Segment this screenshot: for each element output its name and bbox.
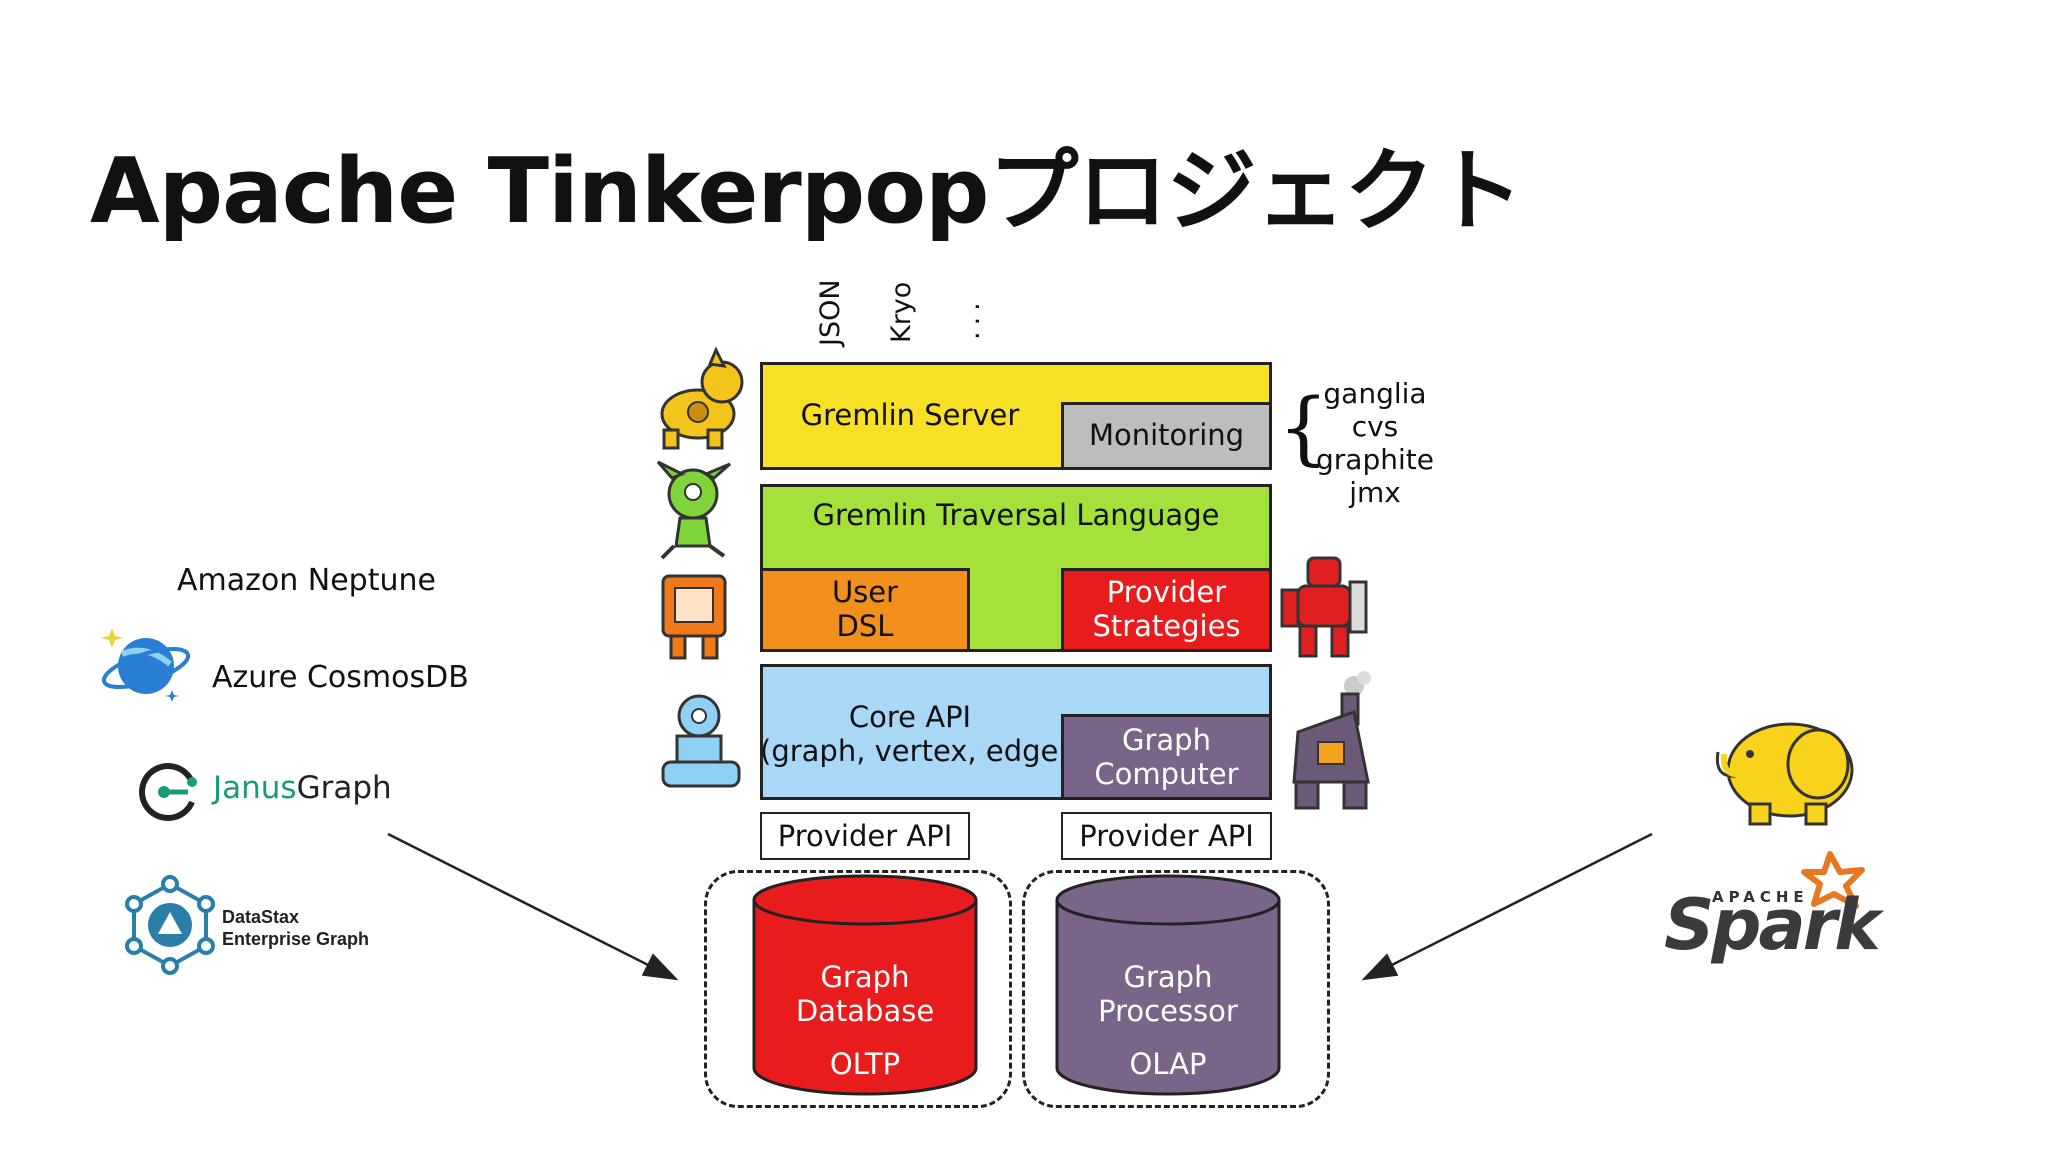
vendor-amazon-neptune: Amazon Neptune [177,563,436,598]
gremlin-dog-mascot-icon [660,346,744,450]
provider-strategies-label-2: Strategies [1092,609,1241,643]
monitoring-box [1061,402,1272,470]
monitoring-brace: { [1278,381,1329,474]
page-title: Apache Tinkerpopプロジェクト [90,139,1523,244]
datastax-line-1: DataStax [222,907,300,927]
provider-api-left-box [760,812,970,860]
core-api-label-1: Core API [848,700,972,734]
janusgraph-logo-icon [139,763,197,821]
graph-database-label-2: Database [795,994,935,1028]
oltp-label: OLTP [829,1047,901,1081]
oltp-container [704,870,1012,1108]
spark-wordmark: Spark [1664,884,1881,966]
gremlin-robot-mascot-icon [661,694,741,788]
graph-processor-label-2: Processor [1098,994,1238,1028]
graph-processor-cylinder [1055,874,1281,1096]
tool-ganglia: ganglia [1323,377,1427,410]
vendor-azure-cosmosdb: Azure CosmosDB [212,660,469,695]
gremlin-red-robot-mascot-icon [1280,556,1368,658]
provider-strategies-label-1: Provider [1106,575,1227,609]
olap-label: OLAP [1129,1047,1207,1081]
provider-api-right-label: Provider API [1079,819,1254,853]
janusgraph-text-janus: Janus [213,770,297,806]
gremlin-dsl-mascot-icon [661,574,727,660]
azure-cosmosdb-icon [101,628,191,702]
datastax-line-2: Enterprise Graph [222,929,370,949]
user-dsl-label-1: User [831,575,899,609]
hadoop-elephant-icon [1715,722,1854,826]
arrow-left-vendors [387,832,679,981]
vendor-janusgraph: JanusGraph [213,770,392,806]
vendor-datastax: DataStax Enterprise Graph [222,906,369,950]
olap-container [1022,870,1330,1108]
tool-graphite: graphite [1316,443,1434,476]
core-api-label-2: (graph, vertex, edge) [760,734,1070,768]
provider-api-left-label: Provider API [777,819,953,853]
monitoring-label: Monitoring [1088,418,1245,452]
graph-database-label-1: Graph [820,960,910,994]
graph-processor-label-1: Graph [1123,960,1213,994]
provider-api-right-box [1061,812,1272,860]
user-dsl-label-2: DSL [836,609,894,643]
gremlin-server-label: Gremlin Server [800,398,1020,432]
gremlin-green-mascot-icon [656,460,731,560]
graph-computer-box [1061,714,1272,800]
datastax-logo-icon [125,875,215,975]
spark-star-icon [1801,851,1865,909]
graph-computer-label-2: Computer [1094,757,1239,791]
janusgraph-text-graph: Graph [296,770,392,806]
graph-computer-label-1: Graph [1122,723,1211,757]
graph-database-cylinder [752,874,978,1096]
arrow-right-vendors [1361,832,1653,981]
user-dsl-box [760,568,970,652]
tool-cvs: cvs [1351,410,1399,443]
traversal-language-label: Gremlin Traversal Language [812,498,1220,532]
tool-jmx: jmx [1349,476,1401,509]
gremlin-furnace-mascot-icon [1292,671,1371,810]
monitoring-tools: ganglia cvs graphite jmx [1310,377,1440,509]
provider-strategies-box [1061,568,1272,652]
spark-apache-text: APACHE [1712,888,1809,906]
